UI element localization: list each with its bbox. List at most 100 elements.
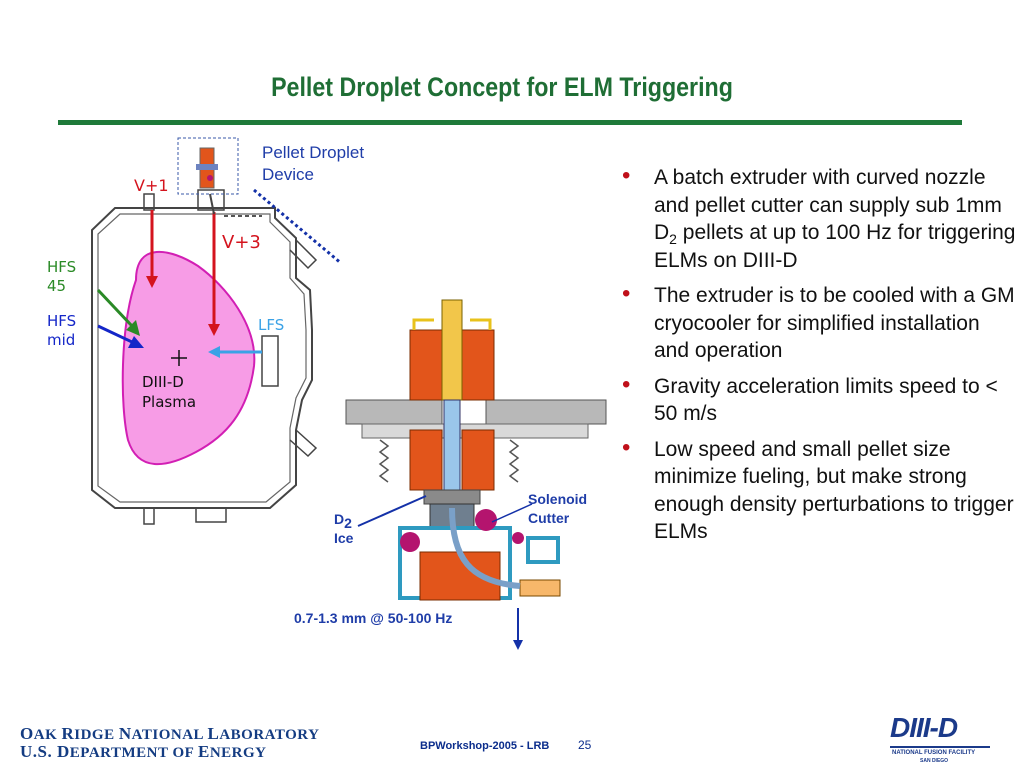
lfs-label: LFS <box>258 316 285 334</box>
hfsmid-arrow-shaft <box>97 324 133 344</box>
hfs45-label: HFS 45 <box>47 258 76 296</box>
bullet-text-post: pellets at up to 100 Hz for triggering E… <box>654 221 1016 272</box>
vacuum-vessel-inner <box>97 213 307 503</box>
slide-title: Pellet Droplet Concept for ELM Triggerin… <box>271 72 733 102</box>
hfs45-label-line1: HFS <box>47 258 77 276</box>
pellet-device-dot <box>207 175 213 181</box>
hfs45-label-line2: 45 <box>47 277 67 295</box>
bellows-right <box>508 439 520 483</box>
footer-org-line1: OAK RIDGE NATIONAL LABORATORY <box>20 724 319 744</box>
bullet-item: • Low speed and small pellet size minimiz… <box>620 433 1020 546</box>
tokamak-diagram <box>91 137 340 525</box>
org-cap: L <box>207 724 220 743</box>
logo-sub-text-2: SAN DIEGO <box>920 758 949 764</box>
vessel-port-lower-right <box>289 429 318 458</box>
vessel-port-bottom-2 <box>195 507 227 523</box>
hfs45-arrow-shaft <box>96 288 134 328</box>
bullet-text: The extruder is to be cooled with a GM c… <box>654 284 1015 362</box>
bullet-subscript: 2 <box>669 231 677 248</box>
org-cap: N <box>118 724 132 743</box>
solenoid-label-line1: Solenoid <box>528 491 588 507</box>
solenoid-label-line2: Cutter <box>528 510 570 526</box>
d2-label: D <box>334 511 345 527</box>
v3-arrow-head <box>208 324 220 336</box>
org-cap: R <box>61 724 75 743</box>
curved-nozzle <box>449 507 521 589</box>
bullet-item: • Gravity acceleration limits speed to < … <box>620 370 1020 428</box>
yellow-fitting-left <box>412 318 434 330</box>
vacuum-vessel-outline <box>91 207 313 509</box>
coil-upper-left <box>409 329 443 401</box>
pellet-device-box <box>177 137 239 195</box>
solenoid-small <box>512 532 524 544</box>
page-number: 25 <box>578 738 592 752</box>
extruder-tube-top <box>441 299 463 401</box>
org-cap: U.S. D <box>20 742 70 761</box>
hfsmid-arrow-head <box>128 336 144 348</box>
bullet-item: • The extruder is to be cooled with a GM … <box>620 282 1020 365</box>
diii-d-logo: DIII-D NATIONAL FUSION FACILITY SAN DIEG… <box>886 712 998 764</box>
bullet-text: Low speed and small pellet size minimize… <box>654 437 1014 544</box>
gravity-arrow-head <box>513 640 523 650</box>
plasma-shape <box>121 250 256 465</box>
d2-label-line: D2 <box>334 510 353 531</box>
hfs45-arrow-head <box>126 320 140 336</box>
vessel-port-bottom <box>143 507 155 525</box>
cutter-side-box <box>526 536 560 564</box>
v1-arrow-head <box>146 276 158 288</box>
v1-label: V+1 <box>134 176 169 195</box>
plasma-label: DIII-D Plasma <box>142 372 196 412</box>
org-text: NERGY <box>209 745 267 761</box>
footer-org-line2: U.S. DEPARTMENT OF ENERGY <box>20 742 266 762</box>
d2-ice-label: D2 Ice <box>334 510 353 548</box>
extruder-diagram <box>345 299 607 650</box>
pellet-device-label: Pellet Droplet Device <box>262 142 364 186</box>
flange-left <box>345 399 443 425</box>
org-text: AK <box>33 727 62 743</box>
org-text: EPARTMENT OF <box>69 745 198 761</box>
coil-lower-left <box>409 429 443 491</box>
org-text: ATIONAL <box>131 727 208 743</box>
bullet-marker: • <box>622 280 631 307</box>
bullet-item: • A batch extruder with curved nozzle and… <box>620 164 1020 274</box>
bullet-marker: • <box>622 162 631 189</box>
workshop-label: BPWorkshop-2005 - LRB <box>420 740 550 752</box>
solenoid-cutter-label: Solenoid Cutter <box>528 490 587 528</box>
bullet-list: • A batch extruder with curved nozzle and… <box>620 164 1020 554</box>
solenoid-leader <box>491 503 533 523</box>
solenoid-left <box>400 532 420 552</box>
org-cap: E <box>197 742 210 761</box>
cutter-yellow-block <box>519 579 561 597</box>
logo-rule <box>890 746 990 748</box>
hfsmid-label-line1: HFS <box>47 312 77 330</box>
d2-subscript: 2 <box>344 514 352 531</box>
pellet-spec-label: 0.7-1.3 mm @ 50-100 Hz <box>294 610 453 626</box>
org-text: ABORATORY <box>219 727 320 743</box>
flange-right <box>485 399 607 425</box>
plasma-label-line1: DIII-D <box>142 373 184 391</box>
pellet-device-label-line2: Device <box>262 165 314 184</box>
bullet-marker: • <box>622 370 631 398</box>
bullet-marker: • <box>622 433 631 461</box>
org-cap: O <box>20 724 34 743</box>
solenoid-right <box>475 509 497 531</box>
extruder-base <box>423 489 481 505</box>
d2-ice-leader <box>357 495 427 527</box>
vessel-port-lfs <box>261 335 279 387</box>
v3-label: V+3 <box>222 232 261 253</box>
vessel-port-top-2 <box>197 189 225 211</box>
hfsmid-label: HFS mid <box>47 312 76 350</box>
logo-sub-text: NATIONAL FUSION FACILITY <box>892 750 976 756</box>
pellet-device-icon-2 <box>196 164 218 170</box>
hfsmid-label-line2: mid <box>47 331 76 349</box>
device-leader-line <box>253 188 340 265</box>
pellet-device-label-line1: Pellet Droplet <box>262 143 365 162</box>
ice-label: Ice <box>334 530 354 546</box>
bullet-text: A batch extruder with curved nozzle and … <box>654 166 1002 244</box>
bullet-text: Gravity acceleration limits speed to < 5… <box>654 374 998 426</box>
logo-main-text: DIII-D <box>890 712 958 743</box>
plasma-label-line2: Plasma <box>142 393 197 411</box>
vessel-port-upper-right <box>289 239 318 270</box>
org-text: IDGE <box>74 727 119 743</box>
bellows-left <box>378 439 390 483</box>
